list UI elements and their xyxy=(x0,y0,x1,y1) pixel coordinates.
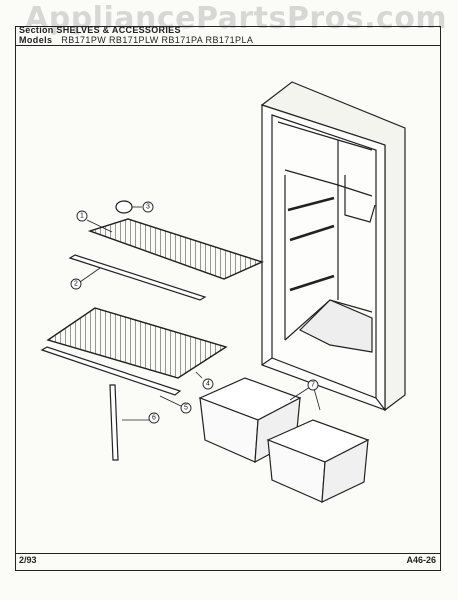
callout-2-label: 2 xyxy=(74,281,78,288)
watermark: AppliancePartsPros.com xyxy=(25,1,448,36)
footer-divider xyxy=(15,553,441,554)
callout-1-label: 1 xyxy=(80,213,84,220)
callout-6-label: 6 xyxy=(152,415,156,422)
upper-wire-shelf xyxy=(87,218,264,280)
callout-5: 5 xyxy=(180,402,192,414)
shelf-support-rod xyxy=(109,384,119,461)
shelf-clip xyxy=(115,200,133,214)
callout-4-label: 4 xyxy=(206,381,210,388)
callout-6: 6 xyxy=(148,412,160,424)
section-label: Section xyxy=(19,25,54,35)
callout-3: 3 xyxy=(142,201,154,213)
section-heading: Section SHELVES & ACCESSORIES xyxy=(19,25,181,35)
diagram-frame xyxy=(15,26,441,571)
page-number: A46-26 xyxy=(406,555,436,565)
models-list: RB171PW RB171PLW RB171PA RB171PLA xyxy=(61,35,254,45)
lower-wire-shelf xyxy=(46,307,228,379)
section-title: SHELVES & ACCESSORIES xyxy=(56,25,181,35)
crisper-drawers xyxy=(198,377,370,503)
lower-shelf-trim xyxy=(40,346,182,396)
callout-3-label: 3 xyxy=(146,204,150,211)
header-divider xyxy=(15,45,441,46)
callout-5-label: 5 xyxy=(184,405,188,412)
models-label: Models xyxy=(19,35,53,45)
callout-2: 2 xyxy=(70,278,82,290)
callout-7: 7 xyxy=(307,379,319,391)
revision-date: 2/93 xyxy=(19,555,37,565)
shelf-front-trim xyxy=(68,254,207,301)
refrigerator-cabinet xyxy=(260,81,406,412)
callout-7-label: 7 xyxy=(311,382,315,389)
models-line: Models RB171PW RB171PLW RB171PA RB171PLA xyxy=(19,35,253,45)
callout-4: 4 xyxy=(202,378,214,390)
callout-1: 1 xyxy=(76,210,88,222)
